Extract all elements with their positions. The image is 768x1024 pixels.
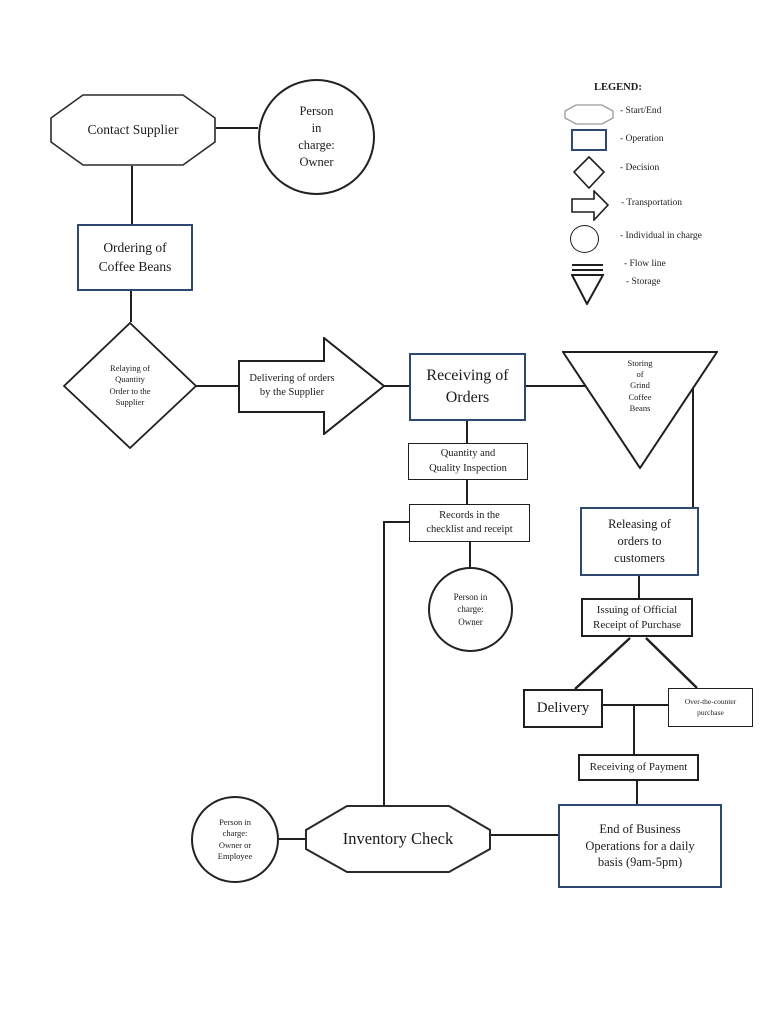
- node-label: Storing of Grind Coffee Beans: [627, 358, 653, 413]
- node-quantity-quality-inspection: Quantity and Quality Inspection: [408, 443, 528, 480]
- legend-triangle-icon: [571, 274, 604, 305]
- node-label: Receiving of Payment: [589, 761, 688, 774]
- legend-label-operation: - Operation: [620, 134, 664, 144]
- flow-line-receiving-to-inspection: [466, 421, 468, 443]
- octagon-shape: [50, 94, 216, 166]
- flow-line-octagon-to-person: [216, 127, 258, 129]
- legend-label-decision: - Decision: [620, 163, 660, 173]
- flow-line-inspection-to-records: [466, 480, 468, 504]
- storage-triangle-shape: [562, 351, 718, 469]
- node-person-in-charge-owner-top: Person in charge: Owner: [258, 79, 375, 195]
- flow-line-delivery-to-otc: [603, 704, 668, 706]
- legend-label-storage: - Storage: [626, 277, 661, 287]
- node-label: Quantity and Quality Inspection: [429, 448, 507, 474]
- node-receiving-of-payment: Receiving of Payment: [578, 754, 699, 781]
- flow-line-records-to-person: [469, 542, 471, 568]
- node-label: Delivering of orders by the Supplier: [249, 373, 335, 398]
- legend-diamond-icon: [573, 156, 605, 189]
- node-receiving-of-orders: Receiving of Orders: [409, 353, 526, 421]
- legend-rectangle-icon: [571, 129, 607, 151]
- flow-line-releasing-to-issuing: [638, 576, 640, 598]
- flow-line-receiving-to-storing: [526, 385, 587, 387]
- node-records-checklist-receipt: Records in the checklist and receipt: [409, 504, 530, 542]
- flow-line-octagon-to-ordering: [131, 166, 133, 224]
- node-label: Records in the checklist and receipt: [426, 509, 513, 535]
- node-inventory-check: Inventory Check: [305, 805, 491, 873]
- flow-line-inventory-up: [383, 521, 385, 806]
- node-label: Person in charge: Owner or Employee: [217, 816, 253, 861]
- node-label: Relaying of Quantity Order to the Suppli…: [109, 363, 151, 407]
- node-label: End of Business Operations for a daily b…: [585, 821, 695, 870]
- flow-line-ordering-to-relaying: [130, 291, 132, 322]
- node-label: Receiving of Orders: [426, 367, 509, 406]
- node-label: Contact Supplier: [87, 122, 179, 138]
- node-ordering-coffee-beans: Ordering of Coffee Beans: [77, 224, 193, 291]
- octagon-shape: [305, 805, 491, 873]
- node-delivering-transportation: Delivering of orders by the Supplier: [238, 337, 385, 435]
- legend-label-start-end: - Start/End: [620, 106, 662, 116]
- node-label: Over-the-counter purchase: [684, 697, 737, 717]
- node-releasing-orders: Releasing of orders to customers: [580, 507, 699, 576]
- node-label: Delivery: [536, 700, 590, 717]
- legend-arrow-icon: [571, 190, 609, 221]
- legend-label-transportation: - Transportation: [621, 198, 682, 208]
- node-label: Inventory Check: [342, 829, 454, 849]
- diamond-shape: [63, 322, 197, 449]
- node-label: Person in charge: Owner: [298, 104, 335, 169]
- node-relaying-decision: Relaying of Quantity Order to the Suppli…: [63, 322, 197, 449]
- legend-label-flow-line: - Flow line: [624, 259, 666, 269]
- flow-line-delivering-to-receiving: [378, 385, 409, 387]
- flow-line-up-to-records: [385, 521, 409, 523]
- node-label: Issuing of Official Receipt of Purchase: [593, 603, 681, 631]
- node-label: Releasing of orders to customers: [608, 517, 671, 565]
- node-person-in-charge-owner-mid: Person in charge: Owner: [428, 567, 513, 652]
- arrow-shape: [238, 337, 385, 435]
- legend-flow-line-icon: [572, 264, 603, 272]
- node-over-the-counter-purchase: Over-the-counter purchase: [668, 688, 753, 727]
- flow-line-inventory-to-end: [491, 834, 558, 836]
- node-issuing-official-receipt: Issuing of Official Receipt of Purchase: [581, 598, 693, 637]
- node-end-of-business-operations: End of Business Operations for a daily b…: [558, 804, 722, 888]
- node-label: Ordering of Coffee Beans: [98, 240, 172, 274]
- legend-circle-icon: [570, 225, 599, 253]
- flow-line-person-to-inventory: [278, 838, 305, 840]
- node-label: Person in charge: Owner: [453, 592, 488, 627]
- legend-octagon-icon: [564, 104, 614, 125]
- node-delivery: Delivery: [523, 689, 603, 728]
- flow-line-storing-to-releasing: [692, 388, 694, 507]
- legend-label-individual: - Individual in charge: [620, 231, 702, 241]
- node-storing-storage: Storing of Grind Coffee Beans: [562, 351, 718, 469]
- flow-line-payment-to-end: [636, 781, 638, 804]
- flow-line-to-payment: [633, 705, 635, 754]
- node-person-in-charge-owner-employee: Person in charge: Owner or Employee: [191, 796, 279, 883]
- node-contact-supplier: Contact Supplier: [50, 94, 216, 166]
- legend-title: LEGEND:: [594, 82, 642, 93]
- flow-line-relaying-to-delivering: [196, 385, 239, 387]
